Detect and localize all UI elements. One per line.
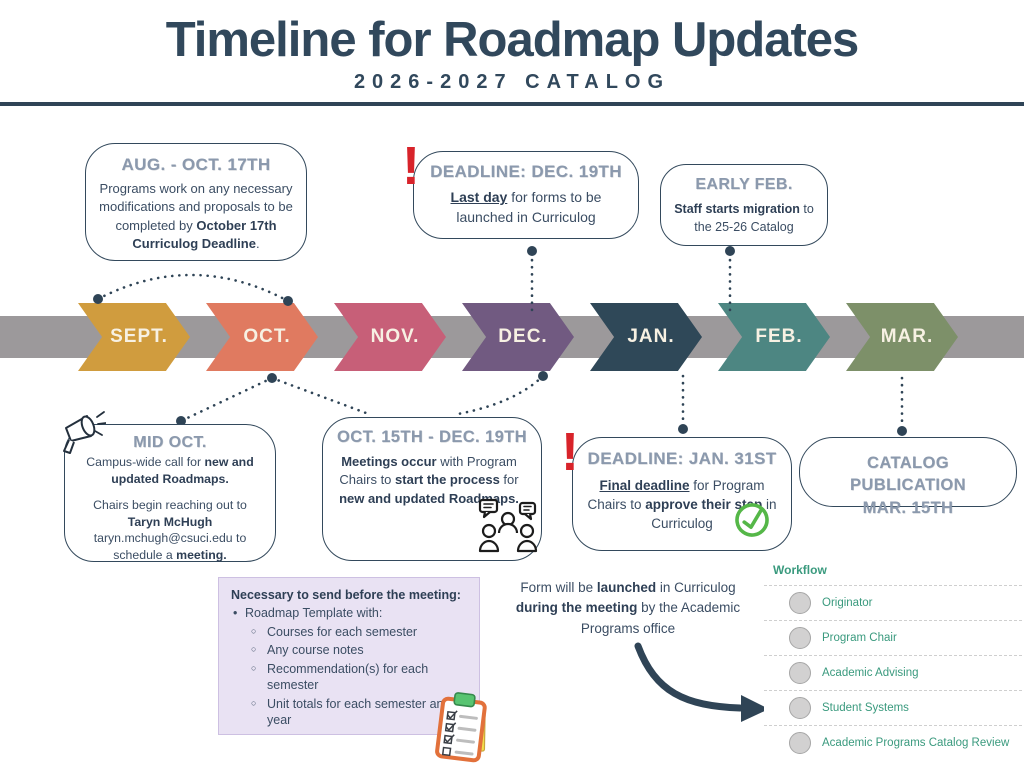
callout-aug-oct: AUG. - OCT. 17TH Programs work on any ne…	[85, 143, 307, 261]
workflow-step-student-systems: Student Systems	[764, 690, 1022, 725]
connector-oct-meetings	[270, 376, 368, 415]
header-divider	[0, 102, 1024, 106]
month-label: NOV.	[370, 326, 420, 347]
month-label: DEC.	[498, 326, 548, 347]
exclamation-icon: !	[402, 136, 420, 196]
page-title: Timeline for Roadmap Updates	[165, 13, 860, 67]
callout-heading: CATALOG PUBLICATION MAR. 15TH	[850, 454, 966, 517]
callout-body: Campus-wide call for new and updated Roa…	[86, 455, 254, 562]
step-status-circle	[789, 697, 811, 719]
callout-body: Final deadline for Program Chairs to app…	[587, 478, 777, 532]
callout-body: Programs work on any necessary modificat…	[99, 181, 293, 252]
workflow-panel: Workflow Originator Program Chair Academ…	[764, 557, 1022, 765]
callout-heading: MID OCT.	[133, 434, 207, 451]
list-item: Courses for each semester	[231, 624, 467, 641]
step-status-circle	[789, 627, 811, 649]
meeting-requirements-box: Necessary to send before the meeting: Ro…	[218, 577, 480, 735]
form-note: Form will be launched in Curriculog duri…	[515, 580, 741, 636]
callout-heading: OCT. 15TH - DEC. 19TH	[337, 428, 527, 446]
clipboard-checklist-icon	[435, 692, 487, 763]
callout-heading: DEADLINE: JAN. 31ST	[587, 449, 777, 468]
workflow-title: Workflow	[773, 563, 827, 577]
check-circle-icon	[735, 503, 769, 537]
megaphone-icon	[63, 411, 106, 454]
callout-early-feb: EARLY FEB. Staff starts migration to the…	[660, 164, 828, 246]
step-status-circle	[789, 732, 811, 754]
month-label: FEB.	[755, 326, 803, 347]
step-status-circle	[789, 592, 811, 614]
curved-arrow-icon	[634, 642, 769, 722]
page-subtitle: 2026-2027 CATALOG	[353, 71, 671, 93]
callout-body: Last day for forms to be launched in Cur…	[450, 189, 602, 225]
callout-body: Staff starts migration to the 25-26 Cata…	[674, 202, 814, 234]
connector-oct-midoct	[179, 376, 274, 423]
callout-heading: DEADLINE: DEC. 19TH	[430, 162, 622, 181]
month-label: SEPT.	[110, 326, 168, 347]
callout-heading: EARLY FEB.	[695, 176, 793, 193]
month-chevron-jan: JAN.	[590, 303, 702, 371]
callout-jan-deadline: DEADLINE: JAN. 31ST Final deadline for P…	[572, 437, 792, 551]
callout-oct15-dec19: OCT. 15TH - DEC. 19TH Meetings occur wit…	[322, 417, 542, 561]
list-item: Any course notes	[231, 642, 467, 659]
month-label: MAR.	[880, 326, 934, 347]
meeting-people-icon	[478, 498, 538, 553]
list-item: Recommendation(s) for each semester	[231, 661, 467, 694]
workflow-step-originator: Originator	[764, 585, 1022, 620]
workflow-step-academic-advising: Academic Advising	[764, 655, 1022, 690]
callout-dec-deadline: DEADLINE: DEC. 19TH Last day for forms t…	[413, 151, 639, 239]
list-item: Unit totals for each semester and year	[231, 696, 467, 729]
callout-mid-oct: MID OCT. Campus-wide call for new and up…	[64, 424, 276, 562]
list-item: Roadmap Template with:	[231, 605, 467, 622]
connector-arc-sept-oct	[96, 273, 290, 303]
exclamation-icon: !	[561, 422, 579, 482]
callout-heading: AUG. - OCT. 17TH	[121, 155, 271, 174]
workflow-step-catalog-review: Academic Programs Catalog Review	[764, 725, 1022, 760]
requirements-heading: Necessary to send before the meeting:	[231, 588, 461, 602]
workflow-step-program-chair: Program Chair	[764, 620, 1022, 655]
month-label: JAN.	[627, 326, 675, 347]
connector-dec-meetings	[456, 374, 545, 416]
road-dash-line	[0, 650, 1024, 655]
month-label: OCT.	[243, 326, 291, 347]
step-status-circle	[789, 662, 811, 684]
callout-body: Meetings occur with Program Chairs to st…	[339, 454, 519, 506]
requirements-list: Roadmap Template with: Courses for each …	[231, 605, 467, 729]
callout-catalog-publication: CATALOG PUBLICATION MAR. 15TH	[799, 437, 1017, 517]
